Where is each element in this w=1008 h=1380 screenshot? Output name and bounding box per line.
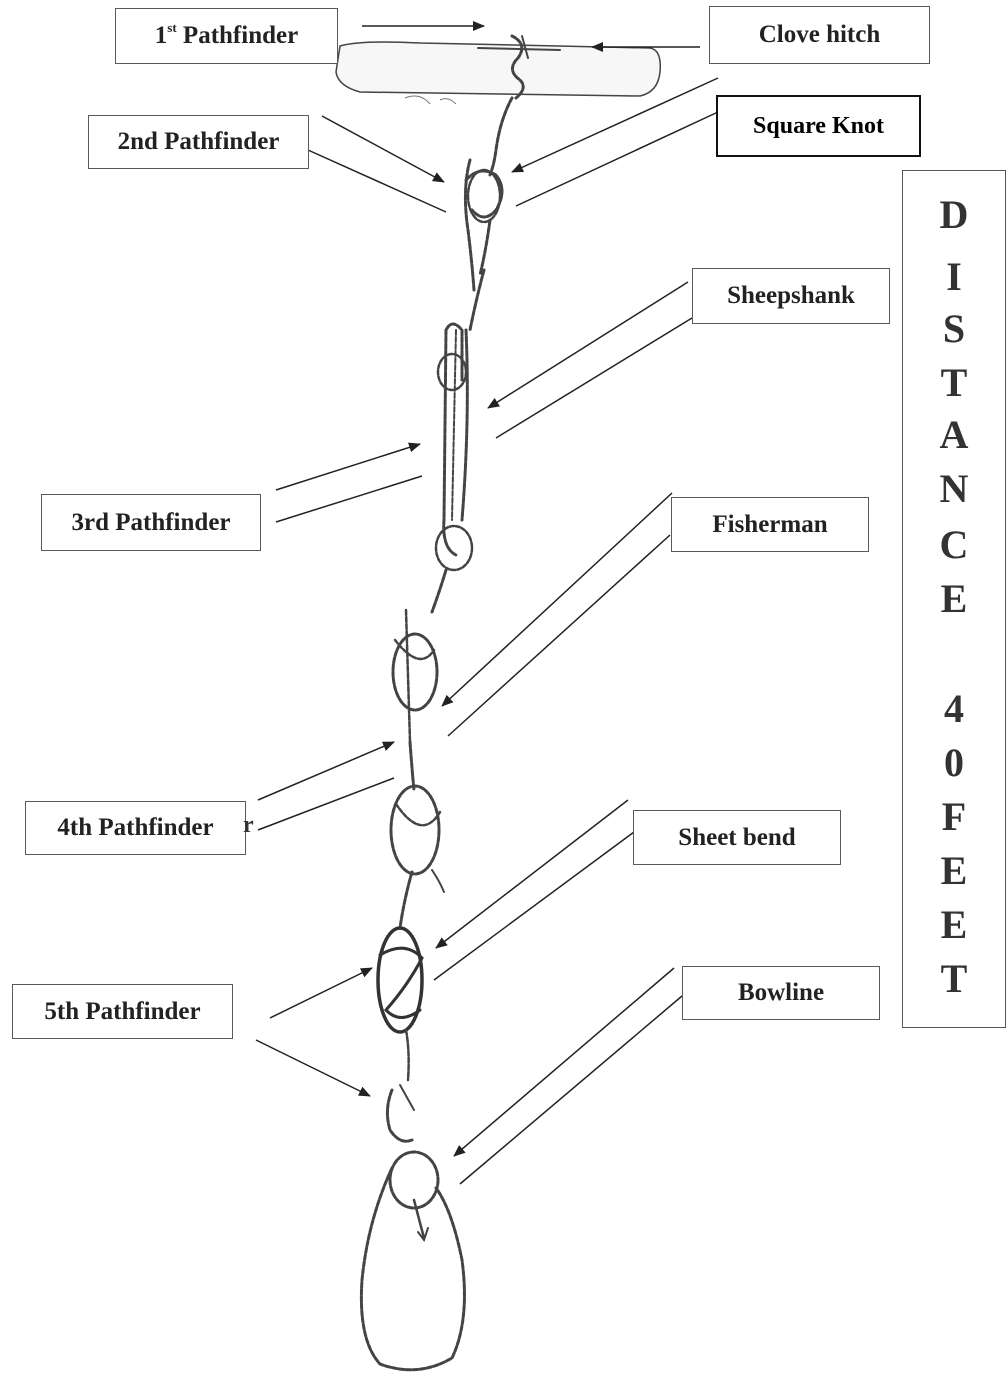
label-1st-pathfinder-num: 1 xyxy=(155,22,168,50)
distance-letter: T xyxy=(903,363,1005,403)
distance-letter: N xyxy=(903,469,1005,509)
distance-letter: 0 xyxy=(903,743,1005,783)
distance-box: D I S T A N C E 4 0 F E E T xyxy=(902,170,1006,1028)
distance-letter: E xyxy=(903,851,1005,891)
distance-letter: E xyxy=(903,905,1005,945)
label-sheepshank: Sheepshank xyxy=(692,268,890,324)
stray-character: r xyxy=(243,812,254,839)
pole xyxy=(336,42,660,104)
label-1st-pathfinder-text: Pathfinder xyxy=(177,22,299,50)
label-fisherman: Fisherman xyxy=(671,497,869,552)
distance-letter: S xyxy=(903,309,1005,349)
leader-lines xyxy=(256,26,718,1184)
distance-letter: A xyxy=(903,415,1005,455)
distance-letter: 4 xyxy=(903,689,1005,729)
distance-letter: E xyxy=(903,579,1005,619)
label-clove-hitch: Clove hitch xyxy=(709,6,930,64)
label-1st-pathfinder-sup: st xyxy=(167,20,176,36)
distance-letter: F xyxy=(903,797,1005,837)
label-3rd-pathfinder: 3rd Pathfinder xyxy=(41,494,261,551)
rope xyxy=(361,36,560,1370)
label-2nd-pathfinder: 2nd Pathfinder xyxy=(88,115,309,169)
label-square-knot: Square Knot xyxy=(716,95,921,157)
label-sheet-bend: Sheet bend xyxy=(633,810,841,865)
label-4th-pathfinder: 4th Pathfinder xyxy=(25,801,246,855)
label-5th-pathfinder: 5th Pathfinder xyxy=(12,984,233,1039)
distance-letter: I xyxy=(903,257,1005,297)
distance-letter: D xyxy=(903,195,1005,235)
distance-letter: C xyxy=(903,525,1005,565)
label-bowline: Bowline xyxy=(682,966,880,1020)
distance-letter: T xyxy=(903,959,1005,999)
